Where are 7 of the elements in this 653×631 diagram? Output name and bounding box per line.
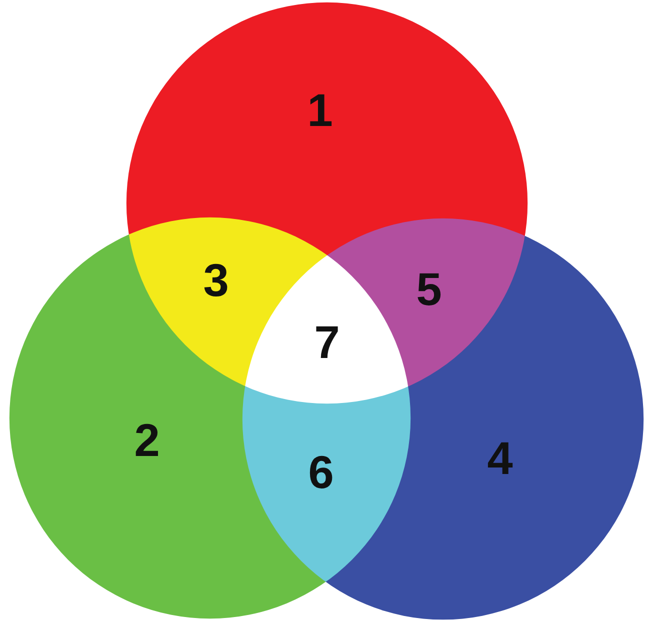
region-number: 5 (416, 266, 442, 312)
region-number: 4 (487, 435, 513, 481)
region-number: 1 (307, 87, 333, 133)
region-number: 6 (308, 449, 334, 495)
region-number: 3 (203, 257, 229, 303)
region-number: 2 (134, 417, 160, 463)
region-number: 7 (314, 319, 340, 365)
